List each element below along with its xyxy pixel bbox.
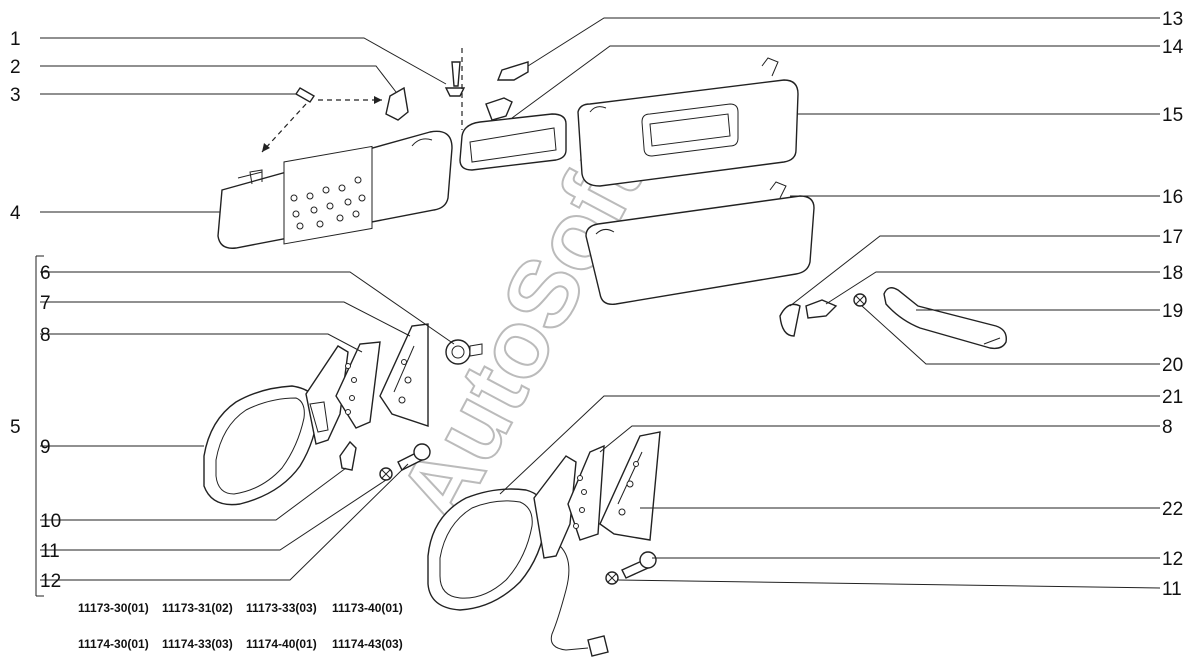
- callout-17: 17: [1162, 227, 1183, 248]
- callout-15: 15: [1162, 105, 1183, 126]
- visor-bracket: [385, 86, 409, 121]
- model-code: 11174-33(03): [162, 637, 233, 651]
- callout-8-right: 8: [1162, 417, 1173, 438]
- left-mirror-washer: [379, 467, 393, 481]
- model-code: 11174-40(01): [246, 637, 317, 651]
- right-sun-visor-with-vanity-mirror: [577, 57, 799, 187]
- callout-1: 1: [10, 29, 21, 50]
- right-mirror-bolt: [621, 551, 657, 579]
- callout-7: 7: [40, 293, 51, 314]
- right-mirror-washer: [605, 571, 619, 585]
- model-code: 11173-40(01): [332, 601, 403, 615]
- model-code: 11173-31(02): [162, 601, 233, 615]
- callout-11-right: 11: [1162, 579, 1182, 600]
- callout-21: 21: [1162, 387, 1183, 408]
- right-mirror-gasket: [567, 444, 605, 541]
- callout-19: 19: [1162, 301, 1183, 322]
- mirror-clip: [496, 61, 529, 81]
- left-mirror-bolt: [397, 443, 431, 471]
- visor-screw: [295, 87, 315, 103]
- mirror-cable-clip: [339, 440, 357, 471]
- callout-6: 6: [40, 263, 51, 284]
- right-mirror-inner-trim: [599, 431, 661, 541]
- model-code: 11174-43(03): [332, 637, 403, 651]
- visor-mirror-dots: [290, 176, 366, 230]
- callout-16: 16: [1162, 187, 1183, 208]
- left-mirror-gasket: [335, 341, 381, 429]
- grab-handle-washer: [853, 293, 867, 307]
- grab-handle-screw: [805, 299, 838, 319]
- left-sun-visor: [217, 130, 453, 249]
- callout-18: 18: [1162, 263, 1183, 284]
- callout-labels: 1 2 3 4 5 6 7 8 9 10 11 12 13 14 15 16 1…: [10, 9, 1184, 600]
- callout-12-right: 12: [1162, 549, 1183, 570]
- callout-22: 22: [1162, 499, 1183, 520]
- model-code: 11173-33(03): [246, 601, 317, 615]
- callout-20: 20: [1162, 355, 1183, 376]
- grab-handle-cap: [779, 303, 801, 337]
- mirror-wiring-harness: [550, 545, 609, 657]
- model-code: 11174-30(01): [78, 637, 149, 651]
- callout-13: 13: [1162, 9, 1183, 30]
- callout-8-left: 8: [40, 325, 51, 346]
- callout-14: 14: [1162, 37, 1184, 58]
- interior-rear-view-mirror: [459, 97, 567, 171]
- callout-5: 5: [10, 417, 21, 438]
- mirror-mount-screw: [444, 61, 466, 97]
- callout-3: 3: [10, 85, 21, 106]
- callout-10: 10: [40, 511, 61, 532]
- model-code: 11173-30(01): [78, 601, 149, 615]
- right-outside-mirror: [427, 455, 577, 611]
- model-code-table: 11173-30(01) 11173-31(02) 11173-33(03) 1…: [78, 601, 403, 651]
- grab-handle: [883, 287, 1007, 350]
- callout-12-left: 12: [40, 571, 61, 592]
- lower-right-sun-visor: [585, 181, 815, 305]
- callout-2: 2: [10, 57, 21, 78]
- left-outside-mirror: [203, 345, 349, 506]
- trim-plug: [445, 339, 483, 365]
- callout-9: 9: [40, 437, 51, 458]
- callout-11-left: 11: [40, 541, 60, 562]
- leader-lines: [35, 17, 1161, 597]
- callout-4: 4: [10, 203, 21, 224]
- left-mirror-inner-trim: [379, 323, 429, 427]
